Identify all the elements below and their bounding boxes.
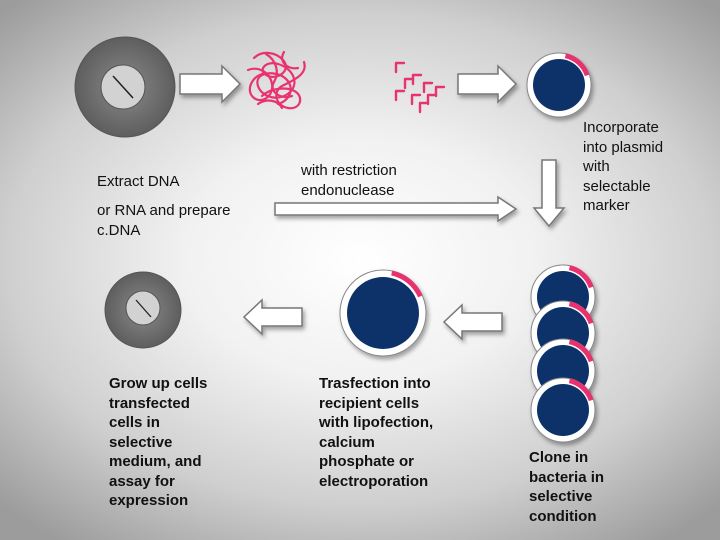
- arrow-down-icon: [532, 159, 566, 228]
- transfection-plasmid-icon: [339, 269, 427, 357]
- arrow-grow-icon: [242, 298, 303, 336]
- plasmid-icon: [526, 52, 592, 118]
- dna-tangle-icon: [246, 50, 306, 110]
- arrow-digest-icon: [457, 64, 518, 104]
- label-clone: Clone in bacteria in selective condition: [529, 449, 605, 525]
- label-restriction: with restriction endonuclease: [301, 162, 397, 199]
- label-grow: Grow up cells transfected cells in selec…: [109, 375, 208, 509]
- plasmid-stack-icon: [530, 264, 596, 443]
- arrow-long-right-icon: [274, 195, 518, 223]
- arrow-extract-icon: [179, 64, 242, 104]
- arrow-transfect-icon: [442, 303, 503, 341]
- result-cell-icon: [104, 271, 182, 349]
- label-transfection: Trasfection into recipient cells with li…: [319, 375, 434, 490]
- source-cell-icon: [74, 36, 176, 138]
- label-extract: Extract DNA: [97, 173, 180, 190]
- dna-fragments-icon: [394, 61, 446, 114]
- label-incorporate: Incorporate into plasmid with selectable…: [583, 119, 664, 214]
- label-cdna: or RNA and prepare c.DNA: [97, 202, 231, 239]
